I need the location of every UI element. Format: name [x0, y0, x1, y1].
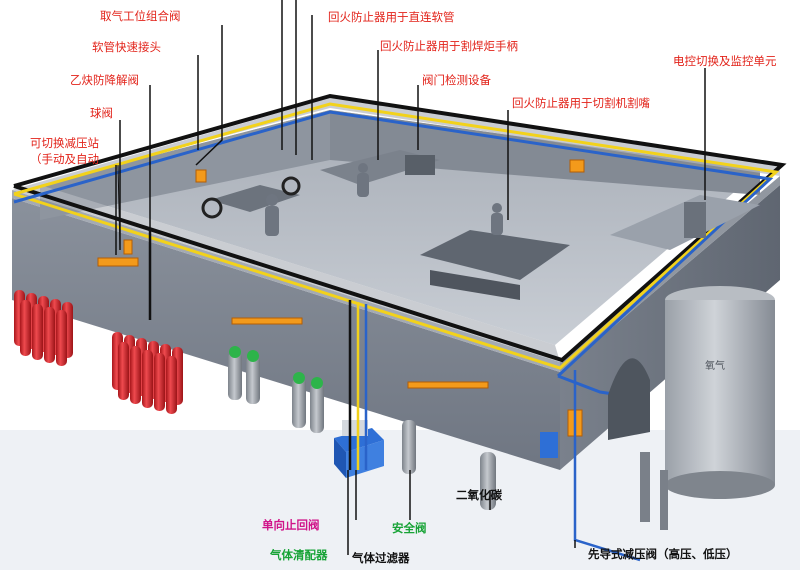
label-huihuo-zhilian-ruanguan: 回火防止器用于直连软管 — [328, 10, 455, 24]
label-yique-fangjiangjiefa: 乙炔防降解阀 — [70, 73, 139, 87]
green-top-cylinders — [228, 346, 496, 510]
cutting-machine — [420, 230, 570, 280]
back-wall-right — [330, 110, 760, 195]
label-huihuo-qiegeji-gezui: 回火防止器用于切割机割嘴 — [512, 96, 650, 110]
wall-arch — [608, 358, 650, 440]
label-qiti-guolvqi: 气体过滤器 — [352, 551, 410, 565]
workbench — [210, 185, 300, 212]
blue-sign — [540, 432, 558, 458]
label-kqiehuan-jianyazhan: 可切换减压站 — [30, 136, 99, 150]
valve-fittings — [97, 159, 585, 437]
control-cabinet — [684, 202, 706, 238]
label-tank: 氧气 — [705, 361, 725, 372]
label-qiufa: 球阀 — [90, 106, 113, 120]
worker-figures — [265, 163, 503, 236]
pipe-black — [13, 93, 787, 363]
label-ruanguan-kuaisu-jietou: 软管快速接头 — [92, 40, 161, 54]
label-famen-jiance-shebei: 阀门检测设备 — [422, 73, 491, 87]
label-xiandao-jianyafa: 先导式减压阀（高压、低压） — [588, 547, 738, 561]
pipe-yellow — [13, 102, 780, 370]
label-huihuo-gehanju-shoubing: 回火防止器用于割焊炬手柄 — [380, 39, 518, 53]
test-equipment — [405, 155, 435, 175]
cutting-table — [430, 270, 520, 300]
red-cylinder-bank-1 — [14, 290, 73, 366]
label-diankong-qiehuan-jiankong: 电控切换及监控单元 — [673, 54, 777, 68]
red-cylinder-bank-2 — [112, 332, 183, 414]
hose-reels — [201, 176, 301, 219]
label-danxiang-zhihuifa: 单向止回阀 — [262, 518, 320, 532]
oxygen-storage-tank — [640, 286, 775, 530]
label-anquanfa: 安全阀 — [392, 521, 427, 535]
pipe-drops — [148, 230, 641, 562]
label-eryanghuatan: 二氧化碳 — [456, 488, 502, 502]
leader-lines — [115, 0, 706, 555]
label-shoudong-zidong: （手动及自动 — [30, 152, 99, 166]
pipe-blue — [13, 110, 774, 378]
label-quqi-gongwei-zuhefa: 取气工位组合阀 — [100, 9, 181, 23]
back-wall — [40, 110, 330, 220]
label-qiti-qingpeiqi: 气体清配器 — [270, 548, 328, 562]
